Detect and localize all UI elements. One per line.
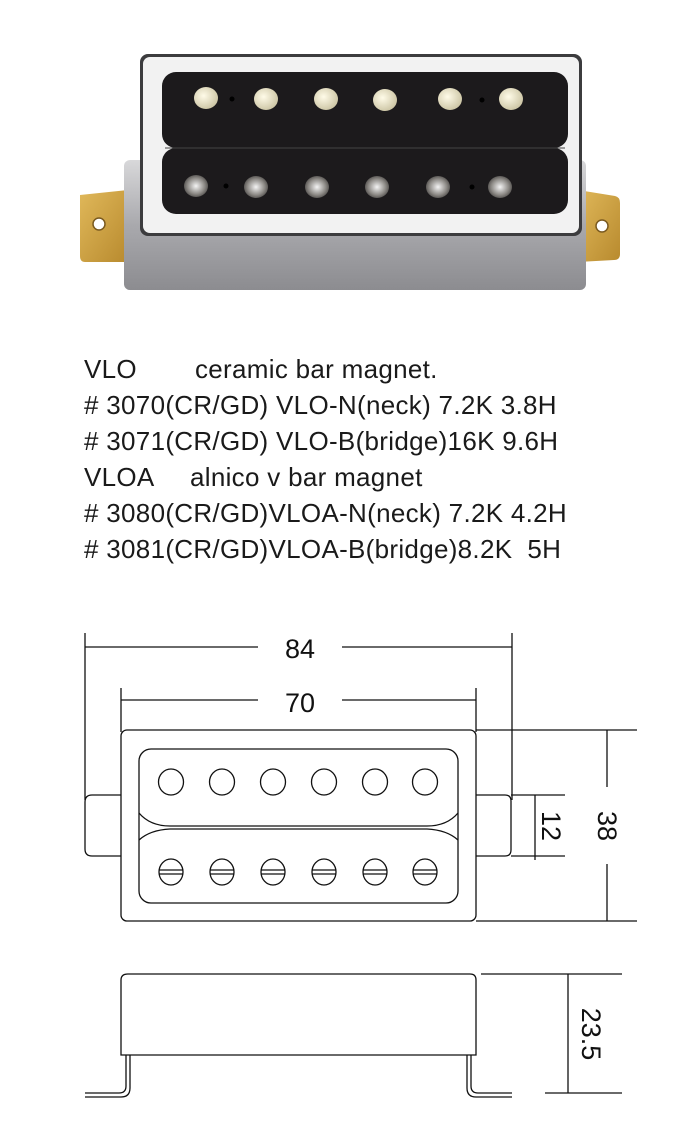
spec-line-vlo: VLO ceramic bar magnet. [84,354,438,385]
dimension-label: 84 [285,634,315,664]
spec-line-vloa: VLOA alnico v bar magnet [84,462,423,493]
dimension-23-5: 23.5 [481,973,622,1094]
spec-line: # 3080(CR/GD)VLOA-N(neck) 7.2K 4.2H [84,498,568,528]
magnet-description: ceramic bar magnet. [195,354,438,384]
dimension-70: 70 [120,688,477,732]
bobbin-bottom [162,148,568,214]
pole-pieces-slug [194,87,523,111]
dimension-label: 12 [536,811,566,841]
spec-line: # 3070(CR/GD) VLO-N(neck) 7.2K 3.8H [84,390,557,420]
model-name: VLOA [84,462,155,492]
pole-pieces-screw [184,175,512,198]
magnet-description: alnico v bar magnet [190,462,423,492]
top-view [84,729,512,922]
model-name: VLO [84,354,137,384]
mounting-tab-right [578,190,620,262]
bobbin-top [162,72,568,148]
dimension-label: 23.5 [576,1008,606,1061]
spec-line: # 3071(CR/GD) VLO-B(bridge)16K 9.6H [84,426,559,456]
pickup-photo [80,54,620,290]
mounting-tab-left [80,190,128,262]
dimension-38: 38 [476,729,637,922]
dimension-label: 70 [285,688,315,718]
dimension-label: 38 [592,811,622,841]
spec-line: # 3081(CR/GD)VLOA-B(bridge)8.2K 5H [84,534,562,564]
side-view [85,973,512,1098]
dimension-84: 84 [84,633,513,800]
dimension-12: 12 [511,794,566,860]
